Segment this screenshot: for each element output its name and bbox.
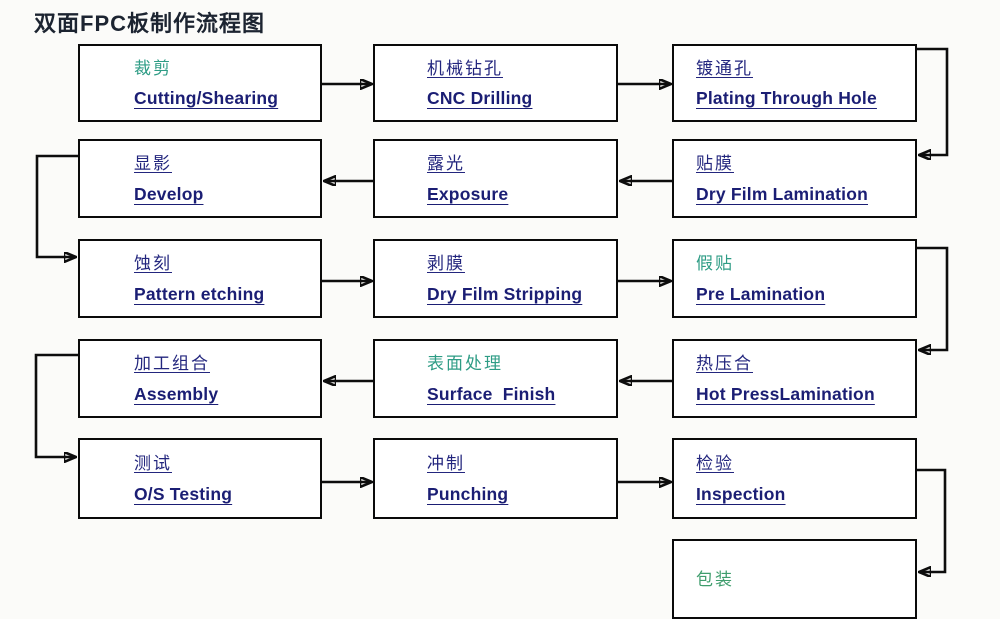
flow-box-cutting-en: Cutting/Shearing [134, 88, 279, 109]
flow-box-punching: 冲制 Punching [373, 438, 618, 519]
flow-box-cnc-drilling-zh: 机械钻孔 [427, 58, 503, 78]
flow-box-plating-through-hole-en: Plating Through Hole [696, 88, 877, 109]
flow-box-assembly-zh: 加工组合 [134, 354, 210, 374]
flow-box-pre-lamination-zh: 假贴 [696, 254, 734, 274]
flow-box-packing-zh: 包装 [696, 569, 734, 589]
flow-box-plating-through-hole-zh: 镀通孔 [696, 58, 753, 78]
flow-box-surface-finish-en: Surface Finish [427, 383, 556, 404]
flow-box-assembly-en: Assembly [134, 383, 219, 404]
flow-box-dry-film-lamination-en: Dry Film Lamination [696, 183, 869, 204]
flow-box-packing: 包装 [672, 539, 917, 619]
flow-box-dry-film-stripping-en: Dry Film Stripping [427, 283, 583, 304]
flow-box-punching-zh: 冲制 [427, 454, 465, 474]
connector-assembly-to-testing [34, 353, 78, 457]
flow-box-exposure: 露光 Exposure [373, 139, 618, 218]
connector-develop-to-etching [35, 154, 78, 257]
flow-box-pattern-etching-zh: 蚀刻 [134, 254, 172, 274]
flow-box-os-testing-zh: 测试 [134, 454, 172, 474]
flow-box-pre-lamination-en: Pre Lamination [696, 283, 826, 304]
flow-box-os-testing: 测试 O/S Testing [78, 438, 322, 519]
flow-box-pattern-etching-en: Pattern etching [134, 283, 265, 304]
page-title: 双面FPC板制作流程图 [34, 11, 266, 36]
flow-box-exposure-zh: 露光 [427, 154, 465, 174]
connector-inspection-to-packing [917, 468, 947, 572]
flow-box-cutting-zh: 裁剪 [134, 58, 172, 78]
flow-box-pre-lamination: 假贴 Pre Lamination [672, 239, 917, 318]
flow-box-exposure-en: Exposure [427, 183, 509, 204]
flow-box-dry-film-lamination: 贴膜 Dry Film Lamination [672, 139, 917, 218]
flow-box-inspection: 检验 Inspection [672, 438, 917, 519]
flow-box-inspection-en: Inspection [696, 483, 786, 504]
connector-plating-to-lamination [917, 47, 949, 155]
flow-box-surface-finish-zh: 表面处理 [427, 354, 503, 374]
flow-box-inspection-zh: 检验 [696, 454, 734, 474]
flow-box-punching-en: Punching [427, 483, 509, 504]
flow-box-cnc-drilling-en: CNC Drilling [427, 88, 533, 109]
flow-box-surface-finish: 表面处理 Surface Finish [373, 339, 618, 418]
flow-box-develop: 显影 Develop [78, 139, 322, 218]
flow-box-develop-en: Develop [134, 183, 204, 204]
flow-box-hot-press-lamination-zh: 热压合 [696, 354, 753, 374]
flow-box-dry-film-stripping: 剥膜 Dry Film Stripping [373, 239, 618, 318]
flow-box-dry-film-stripping-zh: 剥膜 [427, 254, 465, 274]
flow-box-dry-film-lamination-zh: 贴膜 [696, 154, 734, 174]
flow-box-os-testing-en: O/S Testing [134, 483, 233, 504]
flow-box-hot-press-lamination-en: Hot PressLamination [696, 383, 875, 404]
flow-box-plating-through-hole: 镀通孔 Plating Through Hole [672, 44, 917, 122]
flow-box-pattern-etching: 蚀刻 Pattern etching [78, 239, 322, 318]
connector-prelam-to-hotpress [917, 246, 949, 350]
flow-box-cutting: 裁剪 Cutting/Shearing [78, 44, 322, 122]
flow-box-hot-press-lamination: 热压合 Hot PressLamination [672, 339, 917, 418]
flow-box-develop-zh: 显影 [134, 154, 172, 174]
flow-box-assembly: 加工组合 Assembly [78, 339, 322, 418]
flow-box-cnc-drilling: 机械钻孔 CNC Drilling [373, 44, 618, 122]
